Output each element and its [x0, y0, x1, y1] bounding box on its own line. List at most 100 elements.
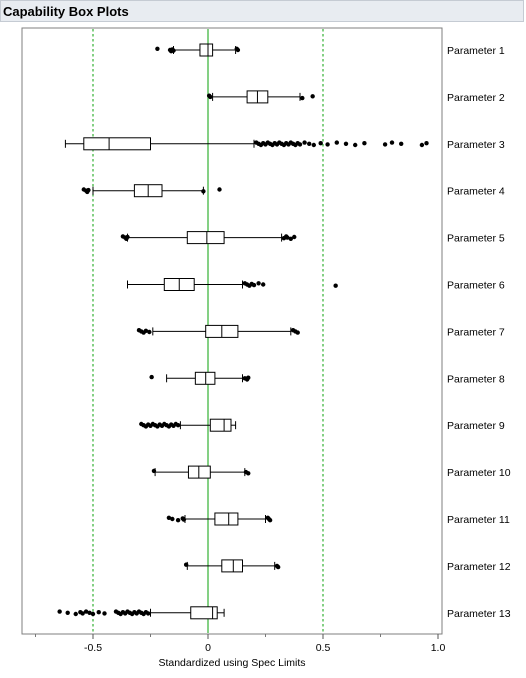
x-tick-label: 1.0 [431, 642, 446, 654]
box-plot-1 [155, 43, 241, 57]
parameter-label-4: Parameter 4 [447, 186, 505, 198]
iqr-box [83, 137, 151, 151]
outlier-point [217, 187, 222, 192]
outlier-point [318, 141, 323, 146]
iqr-box [186, 231, 225, 245]
outlier-point [246, 375, 251, 380]
outlier-point [235, 47, 241, 53]
outlier-point [201, 189, 206, 194]
outlier-point [166, 515, 172, 520]
box-plot-6 [127, 278, 338, 291]
parameter-label-7: Parameter 7 [447, 326, 505, 338]
outlier-point [353, 142, 358, 148]
outlier-point [389, 140, 395, 145]
box-plot-11 [166, 512, 273, 526]
panel-title: Capability Box Plots [3, 3, 129, 19]
outlier-point [295, 330, 300, 335]
parameter-labels: Parameter 1 Parameter 2 Parameter 3 Paramet… [447, 45, 511, 620]
box-plot-4 [81, 184, 222, 198]
box-plot-5 [120, 231, 297, 245]
iqr-box [194, 371, 216, 385]
outlier-point [146, 611, 151, 616]
outlier-point [143, 328, 149, 333]
outlier-point [288, 236, 293, 241]
iqr-box [190, 606, 218, 620]
parameter-label-10: Parameter 10 [447, 467, 511, 479]
outlier-point [175, 518, 181, 523]
box-plot-12 [183, 559, 281, 573]
x-tick-label: 0 [205, 642, 211, 654]
outlier-point [149, 374, 154, 380]
outlier-point [155, 46, 160, 51]
box-plots [57, 43, 429, 620]
outlier-point [65, 610, 70, 615]
outlier-point [419, 142, 425, 148]
outlier-point [96, 610, 101, 615]
outlier-point [297, 142, 303, 147]
outlier-point [310, 94, 315, 99]
outlier-point [170, 516, 175, 522]
parameter-label-5: Parameter 5 [447, 233, 505, 245]
outlier-point [343, 141, 349, 146]
parameter-label-13: Parameter 13 [447, 608, 511, 620]
outlier-point [83, 609, 89, 614]
box-plot-8 [149, 371, 251, 385]
outlier-point [86, 187, 91, 193]
outlier-point [57, 609, 62, 614]
outlier-point [333, 283, 338, 288]
outlier-point [424, 141, 429, 146]
parameter-label-9: Parameter 9 [447, 420, 505, 432]
x-tick-label: -0.5 [84, 642, 102, 654]
outlier-point [311, 142, 316, 148]
box-plot-7 [136, 324, 300, 338]
outlier-point [183, 562, 189, 567]
outlier-point [175, 423, 181, 428]
iqr-box [187, 465, 211, 479]
box-plot-9 [139, 418, 237, 432]
outlier-point [171, 48, 176, 53]
outlier-point [90, 611, 96, 617]
outlier-point [334, 140, 339, 145]
outlier-point [87, 610, 92, 615]
iqr-box [199, 43, 214, 57]
outlier-point [181, 517, 187, 522]
parameter-label-1: Parameter 1 [447, 45, 505, 57]
outlier-point [73, 611, 78, 617]
outlier-point [292, 234, 297, 240]
outlier-point [275, 564, 281, 570]
iqr-box [209, 418, 232, 432]
outlier-point [80, 611, 85, 616]
iqr-box [214, 512, 239, 526]
outlier-point [151, 468, 157, 474]
outlier-point [300, 95, 305, 101]
outlier-point [267, 518, 273, 523]
outlier-point [208, 94, 213, 100]
outlier-point [399, 141, 404, 146]
parameter-label-6: Parameter 6 [447, 280, 505, 292]
outlier-point [102, 611, 107, 616]
parameter-label-8: Parameter 8 [447, 373, 505, 385]
parameter-label-11: Parameter 11 [447, 514, 510, 526]
parameter-label-3: Parameter 3 [447, 139, 505, 151]
outlier-point [325, 142, 330, 147]
box-plot-3 [64, 137, 429, 151]
outlier-point [285, 235, 290, 240]
iqr-box [221, 559, 244, 573]
outlier-point [261, 282, 266, 287]
x-axis-title: Standardized using Spec Limits [158, 657, 305, 669]
outlier-point [382, 142, 388, 147]
outlier-point [125, 234, 130, 240]
box-plot-13 [57, 606, 225, 620]
parameter-label-12: Parameter 12 [447, 561, 511, 573]
box-plot-10 [151, 465, 251, 479]
panel-title-bar[interactable]: Capability Box Plots [0, 0, 524, 22]
parameter-label-2: Parameter 2 [447, 92, 505, 104]
outlier-point [246, 471, 251, 476]
outlier-point [302, 140, 307, 145]
outlier-point [147, 329, 152, 335]
outlier-point [251, 282, 257, 288]
outlier-point [307, 141, 312, 146]
